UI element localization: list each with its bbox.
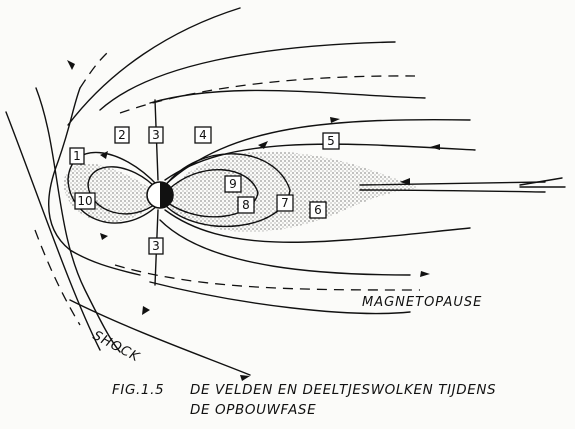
svg-text:10: 10 <box>77 194 92 208</box>
tail-split <box>519 177 566 188</box>
field-line <box>159 219 411 276</box>
magnetopause-upper <box>119 75 416 114</box>
field-line <box>149 89 426 104</box>
shock-dashed-lower <box>34 229 81 326</box>
svg-text:1: 1 <box>73 149 81 163</box>
region-box-1: 1 <box>69 147 85 165</box>
region-box-9: 9 <box>224 175 242 193</box>
svg-text:9: 9 <box>229 177 237 191</box>
svg-text:4: 4 <box>199 128 207 142</box>
region-box-5: 5 <box>322 132 340 150</box>
region-box-7: 7 <box>276 194 294 212</box>
region-box-6: 6 <box>309 201 327 219</box>
dipole-loop-inner <box>87 166 159 215</box>
svg-text:2: 2 <box>118 128 126 142</box>
region-box-10: 10 <box>74 192 96 210</box>
field-line <box>67 7 241 126</box>
tail-line <box>359 189 546 193</box>
dipole-loop <box>67 151 159 224</box>
svg-text:7: 7 <box>281 196 289 210</box>
magnetopause-lower <box>114 264 421 291</box>
figure-number: FIG.1.5 <box>112 382 164 398</box>
magnetopause-label: MAGNETOPAUSE <box>362 295 482 310</box>
plasma-sheet <box>165 151 420 232</box>
svg-text:6: 6 <box>314 203 322 217</box>
shock-dashed <box>79 51 109 89</box>
svg-text:3: 3 <box>152 128 160 142</box>
tail-line <box>359 181 546 186</box>
field-line <box>164 209 471 243</box>
bow-shock-line <box>5 111 101 351</box>
caption-line-2: DE OPBOUWFASE <box>190 402 316 418</box>
region-box-8: 8 <box>237 196 255 214</box>
svg-text:8: 8 <box>242 198 250 212</box>
field-line <box>164 143 476 181</box>
region-box-2: 2 <box>114 126 130 144</box>
svg-text:5: 5 <box>327 134 335 148</box>
svg-text:3: 3 <box>152 239 160 253</box>
bow-shock-line-outer <box>35 87 121 353</box>
region-box-4: 4 <box>194 126 212 144</box>
dipole-loop-night-inner <box>167 169 259 218</box>
caption-line-1: DE VELDEN EN DEELTJESWOLKEN TIJDENS <box>190 382 496 398</box>
field-line <box>149 281 411 315</box>
arrowheads <box>67 60 440 381</box>
dipole-loop-night <box>164 153 291 228</box>
region-box-3-top: 3 <box>148 126 164 144</box>
field-line <box>99 41 396 111</box>
region-box-3-bottom: 3 <box>148 237 164 255</box>
earth <box>146 181 174 209</box>
field-line <box>69 299 251 376</box>
